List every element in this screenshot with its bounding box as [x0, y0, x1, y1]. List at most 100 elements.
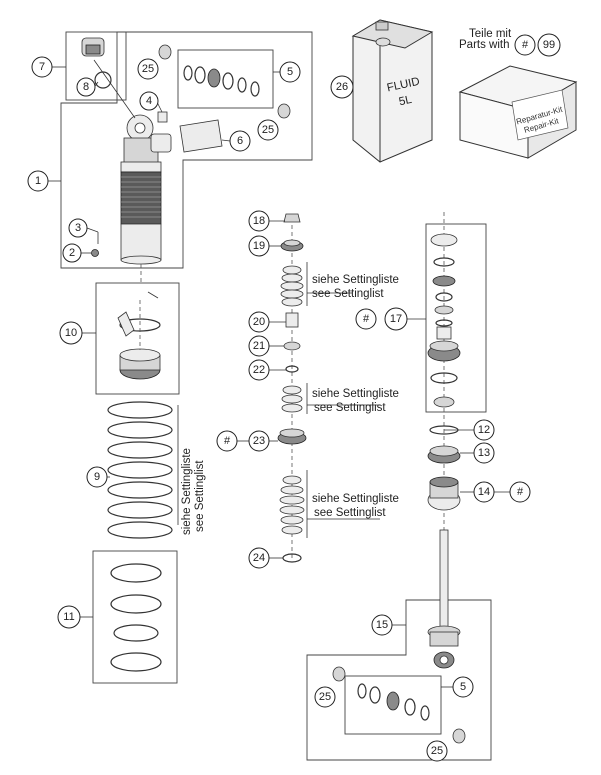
svg-text:25: 25 [262, 124, 274, 136]
piston-rod [427, 529, 461, 669]
part-6-protector [179, 119, 223, 153]
callout-hash-17: # [355, 308, 377, 330]
callout-4: 4 [139, 91, 159, 111]
fluid-can [351, 19, 434, 163]
callout-21: 21 [248, 335, 270, 357]
callout-13: 13 [473, 442, 495, 464]
svg-text:15: 15 [376, 619, 388, 631]
shim-bracket-2 [306, 383, 380, 414]
callout-19: 19 [248, 235, 270, 257]
svg-text:3: 3 [75, 222, 81, 234]
svg-text:21: 21 [253, 340, 265, 352]
svg-text:10: 10 [65, 327, 77, 339]
svg-text:5: 5 [287, 66, 293, 78]
svg-text:11: 11 [63, 611, 74, 623]
callout-20: 20 [248, 311, 270, 333]
part-25-washer-bottom-right [452, 728, 466, 744]
svg-text:18: 18 [253, 215, 265, 227]
callout-10: 10 [59, 321, 83, 345]
svg-text:99: 99 [543, 39, 555, 51]
shock-absorber-body [120, 114, 172, 283]
spring-setting-note-de: siehe Settingliste [181, 448, 193, 535]
top-eye-frame [65, 31, 127, 101]
svg-text:7: 7 [39, 61, 45, 73]
svg-text:19: 19 [253, 240, 265, 252]
spring-coils [107, 401, 173, 539]
legend-text-en: Parts with [459, 39, 510, 51]
svg-text:5: 5 [460, 681, 466, 693]
fluid-volume: 5L [398, 94, 414, 109]
compression-kit-frame [425, 223, 487, 413]
setting-note-1-de: siehe Settingliste [312, 274, 399, 286]
spring-retainer-parts [117, 291, 161, 380]
callout-22: 22 [248, 359, 270, 381]
svg-text:25: 25 [431, 745, 443, 757]
svg-text:22: 22 [253, 364, 265, 376]
callout-8: 8 [76, 77, 96, 97]
callout-5-top: 5 [279, 61, 301, 83]
svg-text:#: # [517, 486, 524, 498]
part-25-washer-top [158, 44, 172, 60]
shim-stack [277, 213, 307, 563]
shim-bracket-3 [306, 470, 380, 538]
callout-18: 18 [248, 210, 270, 232]
callout-25-c: 25 [314, 686, 336, 708]
callout-7: 7 [31, 56, 53, 78]
svg-text:#: # [522, 39, 529, 51]
callout-11: 11 [57, 605, 81, 629]
repair-kit-box [458, 65, 578, 159]
setting-note-1-en: see Settinglist [312, 288, 384, 300]
callout-hash-14: # [509, 481, 531, 503]
svg-text:8: 8 [83, 81, 89, 93]
callout-6: 6 [229, 130, 251, 152]
svg-text:14: 14 [478, 486, 490, 498]
svg-text:26: 26 [336, 81, 348, 93]
part-25-washer-mid [277, 103, 291, 119]
callout-17: 17 [384, 307, 408, 331]
svg-text:4: 4 [146, 95, 152, 107]
svg-text:12: 12 [478, 424, 490, 436]
shim-bracket-1 [306, 262, 352, 306]
spring-washers [110, 563, 162, 672]
seal-kit-frame-top [177, 49, 274, 109]
svg-text:13: 13 [478, 447, 490, 459]
callout-2: 2 [62, 243, 82, 263]
callout-9: 9 [86, 466, 108, 488]
svg-text:#: # [224, 435, 231, 447]
svg-text:6: 6 [237, 135, 243, 147]
compression-kit-parts [427, 212, 461, 540]
callout-3: 3 [68, 218, 88, 238]
part-2-nut [91, 249, 99, 257]
svg-text:20: 20 [253, 316, 265, 328]
callout-14: 14 [473, 481, 495, 503]
callout-15: 15 [371, 614, 393, 636]
callout-25-b: 25 [257, 119, 279, 141]
svg-text:2: 2 [69, 247, 75, 259]
legend-hash: # [514, 34, 536, 56]
svg-text:25: 25 [319, 691, 331, 703]
spring-setting-note-en: see Settinglist [194, 460, 206, 532]
callout-12: 12 [473, 419, 495, 441]
svg-text:9: 9 [94, 471, 100, 483]
svg-text:24: 24 [253, 552, 265, 564]
svg-text:23: 23 [253, 435, 265, 447]
piston-rod-frame [306, 599, 492, 761]
setting-note-3-en: see Settinglist [314, 507, 386, 519]
svg-text:1: 1 [35, 175, 41, 187]
shock-assembly-frame [60, 31, 313, 269]
callout-25-a: 25 [137, 58, 159, 80]
callout-25-d: 25 [426, 740, 448, 762]
seal-kit-bottom-parts [357, 683, 430, 721]
spring-retainer-frame [95, 282, 180, 395]
setting-note-3-de: siehe Settingliste [312, 493, 399, 505]
callout-1: 1 [27, 170, 49, 192]
callout-26: 26 [330, 75, 354, 99]
top-eye-parts [81, 37, 136, 119]
part-25-washer-bottom-left [332, 666, 346, 682]
setting-note-2-de: siehe Settingliste [312, 388, 399, 400]
svg-text:17: 17 [390, 313, 402, 325]
callout-5-bottom: 5 [452, 676, 474, 698]
svg-text:25: 25 [142, 63, 154, 75]
callout-hash-23: # [216, 430, 238, 452]
